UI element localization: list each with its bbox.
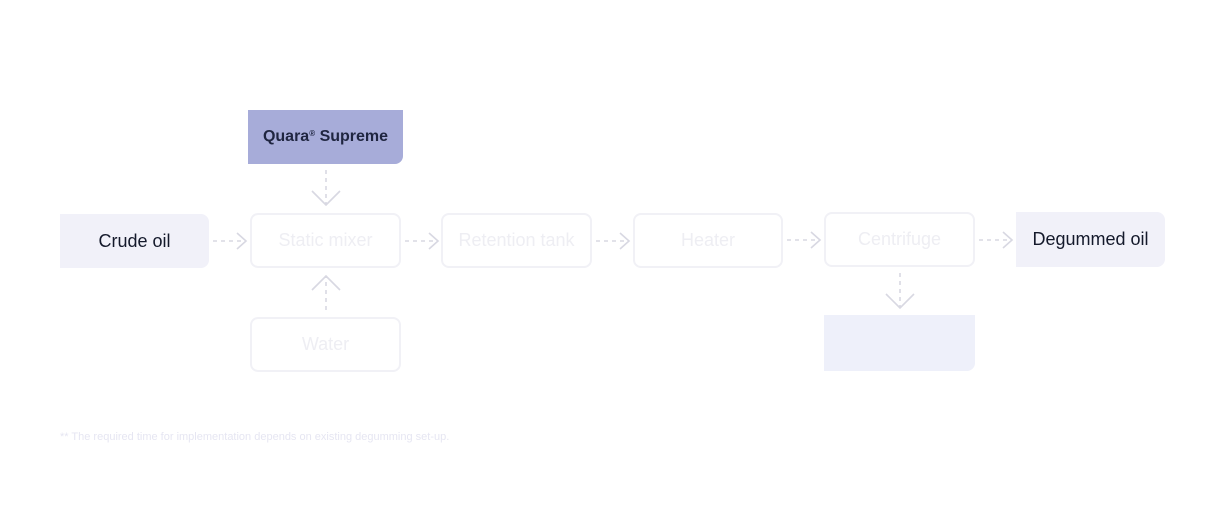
footnote: ** The required time for implementation …	[60, 431, 450, 443]
node-centrifuge-label: Centrifuge	[857, 229, 942, 249]
arrow-centrifuge-to-byproduct	[885, 273, 915, 310]
node-degummed-oil-label: Degummed oil	[1032, 229, 1149, 249]
additive-suffix: Supreme	[319, 128, 389, 145]
arrow-water-to-mixer	[311, 274, 341, 310]
arrow-additive-to-mixer	[311, 170, 341, 207]
node-static-mixer-label: Static mixer	[278, 230, 373, 250]
node-degummed-oil: Degummed oil	[1016, 212, 1165, 267]
node-by-product	[824, 315, 975, 371]
node-retention-tank-label: Retention tank	[458, 230, 575, 250]
node-crude-oil-label: Crude oil	[98, 230, 171, 251]
node-crude-oil: Crude oil	[60, 214, 209, 268]
node-retention-tank: Retention tank	[441, 213, 592, 268]
node-water: Water	[250, 317, 401, 372]
node-static-mixer: Static mixer	[250, 213, 401, 268]
node-water-label: Water	[301, 334, 350, 354]
node-centrifuge: Centrifuge	[824, 212, 975, 267]
node-heater-label: Heater	[680, 230, 736, 250]
node-quara-supreme: Quara® Supreme	[248, 110, 403, 164]
arrow-heater-to-centrifuge	[787, 231, 822, 249]
arrow-crude-to-mixer	[213, 232, 248, 250]
node-quara-supreme-label: Quara® Supreme	[263, 128, 388, 146]
arrow-centrifuge-to-degummed	[979, 231, 1014, 249]
registered-mark: ®	[309, 129, 316, 138]
arrow-mixer-to-tank	[405, 232, 440, 250]
node-heater: Heater	[633, 213, 783, 268]
additive-name: Quara	[262, 128, 310, 145]
arrow-tank-to-heater	[596, 232, 631, 250]
